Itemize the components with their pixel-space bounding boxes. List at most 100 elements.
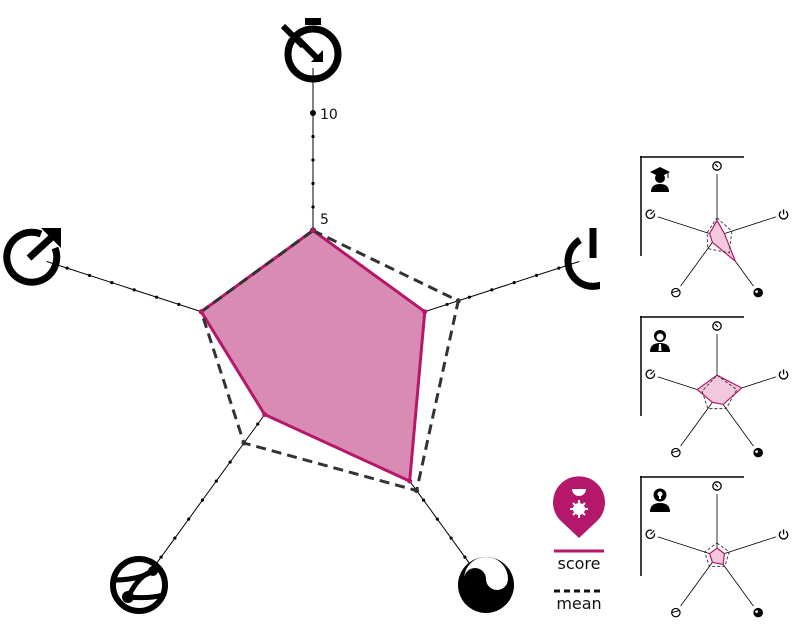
mini-arrow-ring [645,529,656,540]
mini-frame-border [640,316,744,416]
mean-point-3 [241,440,247,446]
mini-axis-line-3 [680,555,718,607]
mean-legend-line [554,589,604,593]
score-point-0 [310,228,316,233]
axis-tick-0-7 [311,181,315,186]
axis-tick-4-6 [177,302,181,307]
mini-stopwatch-ring [712,481,722,491]
mini-yinyang-disc [753,287,763,298]
stopwatch-icon [712,321,722,331]
axis-tick-2-11 [463,555,467,559]
power-icon [778,529,789,540]
power-icon [778,209,789,220]
score-legend-label: score [557,554,601,573]
network-ball-icon [110,556,168,614]
stopwatch-icon [712,161,722,171]
yin-yang-icon [753,287,763,298]
mini-radar-group-3 [645,481,789,618]
tick-label-10: 10 [320,107,338,123]
mini-frame-border [640,156,744,256]
mini-ball-line [671,450,679,454]
mini-axis-line-4 [657,216,718,237]
yin-yang-icon [753,607,763,618]
external-arrow-icon [645,209,656,220]
axis-tick-2-9 [435,517,439,521]
mini-ball-line [671,290,679,294]
external-arrow-icon [645,529,656,540]
mean-point-2 [414,488,420,494]
mini-stopwatch-ring [712,321,722,331]
badge-body [651,184,669,192]
axis-tick-3-4 [256,422,260,426]
axis-tick-3-8 [200,498,205,502]
mini-axis-line-4 [657,536,718,557]
axis-tick-4-9 [110,281,114,285]
axis-tick-4-8 [132,288,136,292]
mini-axis-line-3 [680,395,718,447]
score-point-1 [422,309,428,315]
axis-tick-0-8 [311,158,315,162]
mean-legend-label: mean [556,594,602,613]
mini-yinyang-disc [753,607,763,618]
score-point-3 [262,412,268,418]
mini-stopwatch-ring [712,161,722,171]
axis-tick-3-11 [159,555,163,559]
mini-radar-graduate [645,161,789,298]
legend: score mean [548,474,610,620]
stopwatch-icon [277,18,342,83]
idea-person-icon [650,488,670,512]
mini-radar-idea [645,481,789,618]
mean-polygon [199,228,460,493]
mini-arrow-shaft [650,369,655,375]
mini-stopwatch-hand [714,323,719,328]
axis-tick-0-9 [311,134,315,139]
mini-arrow-ring [645,209,656,220]
axis-tick-3-9 [187,517,191,521]
mini-mean-polygon [706,217,733,254]
score-point-4 [198,309,204,315]
mini-chart-graduate [640,156,789,298]
mini-arrow-shaft [650,209,655,215]
yin-yang-icon [753,447,763,458]
badge-body [650,503,670,512]
axis-tick-1-6 [445,302,449,307]
axis-tick-0-6 [311,205,315,209]
badge-face [656,333,664,341]
mean-point-1 [455,298,461,304]
mini-mean-polygon [701,374,738,410]
radar-vertices [198,228,461,494]
mini-ball-ring [671,287,681,298]
axis-tick-1-11 [557,266,561,270]
badge-bulb [657,491,663,497]
mini-power-ring [778,370,789,380]
mini-yinyang-dot [755,610,759,614]
axis-tick-2-8 [421,498,426,502]
mini-stopwatch-hand [714,163,719,168]
mini-stopwatch-hand [714,483,719,488]
axis-tick-4-11 [65,266,69,270]
mini-radar-group-2 [645,321,789,458]
score-point-2 [407,478,413,484]
axis-tick-3-6 [228,460,232,464]
power-icon [778,369,789,380]
axis-tick-1-10 [534,273,539,277]
mini-yinyang-dot [755,450,759,454]
mini-power-ring [778,530,789,540]
network-ball-icon [671,287,681,298]
axis-tick-0-10 [310,110,316,116]
mini-score-polygon [696,374,743,406]
mini-arrow-ring [645,369,656,380]
badge-tie [658,344,662,351]
mini-score-polygon [708,547,726,566]
axis-tick-4-7 [154,295,159,299]
axis-tick-1-9 [512,281,516,285]
mini-ball-ring [671,447,681,458]
power-icon [564,228,600,290]
mini-yinyang-dot [755,290,759,294]
mini-chart-suited [640,316,789,458]
yin-yang-icon [458,557,514,613]
mini-axis-line-3 [680,235,718,287]
axis-tick-3-7 [214,479,218,483]
stopwatch-icon [712,481,722,491]
mini-chart-idea [640,476,789,618]
